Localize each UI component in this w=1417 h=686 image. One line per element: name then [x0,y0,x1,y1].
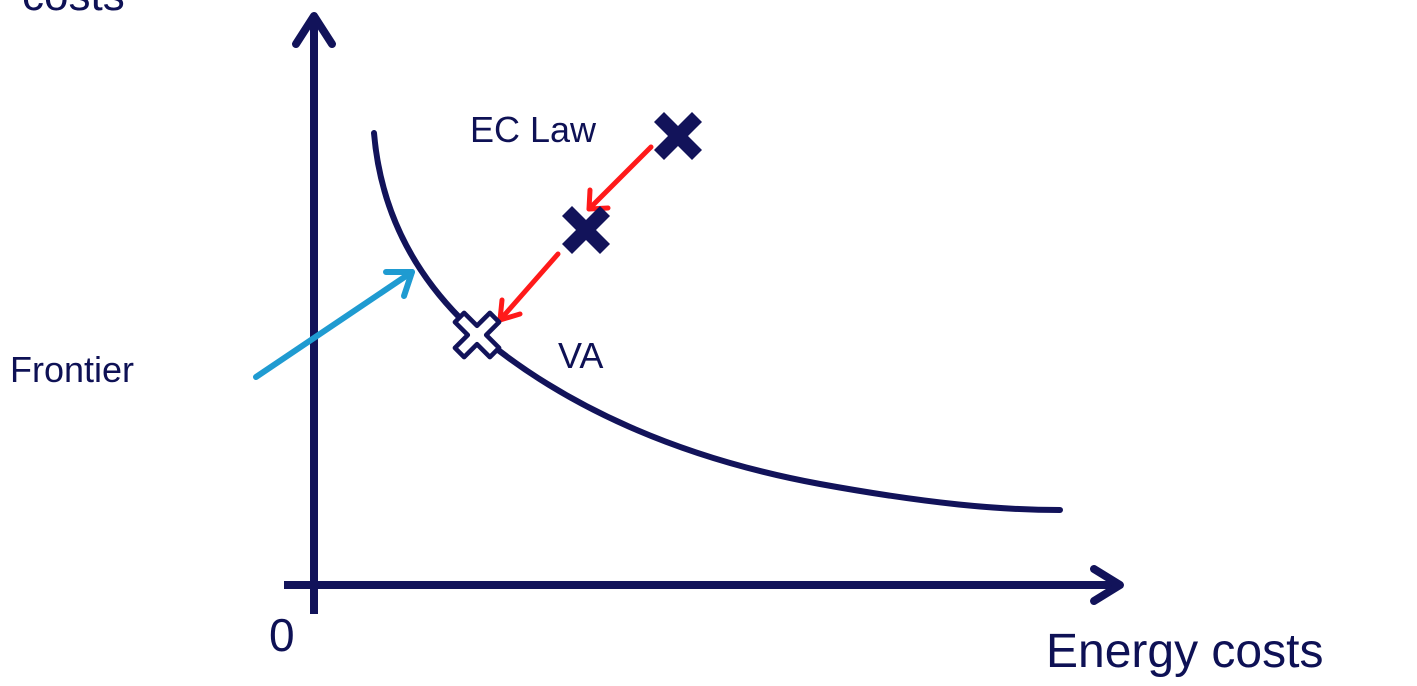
x-axis-arrowhead [1090,565,1124,605]
y-axis-label: costs [22,0,125,18]
intermediate-to-va-arrow [497,251,561,323]
ec-law-to-intermediate-arrow [586,144,654,212]
y-axis-arrowhead [292,12,336,48]
frontier-label: Frontier [10,349,135,390]
frontier-pointer-arrow [253,269,415,380]
x-axis-label: Energy costs [1046,625,1324,678]
frontier-pointer-arrowhead [383,269,415,299]
intermediate-cross-icon [562,206,610,254]
va-label: VA [558,335,604,376]
frontier-curve [371,130,1063,513]
ec-law-cross-icon [654,112,702,160]
va-cross-outline-icon [455,313,499,357]
origin-label: 0 [269,609,295,661]
ec-law-label: EC Law [470,109,597,150]
